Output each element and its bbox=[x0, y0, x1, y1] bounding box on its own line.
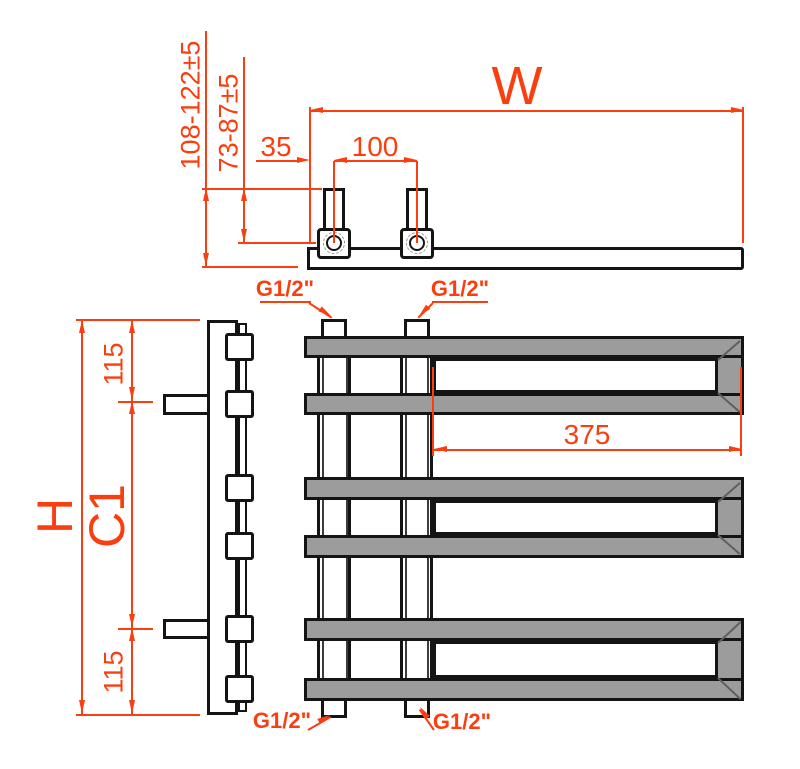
dim-arrow bbox=[241, 229, 247, 243]
u-bend-outer-edge bbox=[741, 336, 744, 415]
bracket-axis-tick bbox=[118, 401, 153, 403]
extension-line bbox=[202, 188, 322, 190]
dim-arrow bbox=[729, 446, 742, 453]
rail-collar bbox=[225, 615, 254, 643]
u-bend-opening bbox=[433, 358, 718, 393]
extension-line bbox=[309, 107, 311, 243]
towel-rail-3 bbox=[304, 477, 744, 500]
dim-arrow bbox=[731, 107, 744, 114]
dim-arrow bbox=[129, 700, 135, 714]
valve-axis-line bbox=[416, 161, 418, 243]
dim-arrow bbox=[310, 107, 323, 114]
dim-line-H bbox=[81, 320, 83, 715]
mounting-plate bbox=[207, 320, 238, 715]
valve-axis-line bbox=[333, 161, 335, 243]
thread-label-top-right: G1/2" bbox=[430, 276, 490, 301]
dim-label-375: 375 bbox=[563, 419, 611, 450]
wall-bracket-top bbox=[163, 394, 211, 415]
u-bend-outer-edge bbox=[741, 618, 744, 701]
dim-label-100: 100 bbox=[351, 131, 399, 162]
u-bend-outer-edge bbox=[741, 477, 744, 558]
extension-line bbox=[742, 107, 744, 243]
rail-collar bbox=[225, 474, 254, 502]
leader-line bbox=[432, 301, 488, 303]
dim-arrow bbox=[203, 188, 209, 202]
dim-arrow bbox=[404, 157, 417, 164]
rail-collar bbox=[225, 675, 254, 703]
u-bend-opening bbox=[433, 500, 718, 535]
dim-arrow bbox=[79, 700, 85, 714]
dim-arrow bbox=[203, 253, 209, 267]
dim-label-C1: C1 bbox=[79, 484, 135, 548]
thread-label-top-left: G1/2" bbox=[255, 276, 315, 301]
extension-line bbox=[202, 266, 298, 268]
rail-collar bbox=[225, 532, 254, 560]
riser-right-wall-line bbox=[427, 337, 429, 701]
inlet-stub-top-left bbox=[321, 319, 347, 339]
dim-line-35 bbox=[256, 160, 300, 162]
riser-right-wall-line bbox=[405, 337, 407, 701]
dim-label-H: H bbox=[27, 497, 83, 535]
rail-collar bbox=[225, 390, 254, 418]
dim-arrow bbox=[129, 614, 135, 628]
leader-arrow bbox=[416, 305, 431, 319]
towel-rail-2 bbox=[304, 393, 744, 415]
dim-label-115-top: 115 bbox=[98, 342, 129, 386]
extension-line bbox=[238, 242, 316, 244]
riser-left-wall-line bbox=[322, 337, 324, 701]
dim-line-W bbox=[310, 110, 744, 112]
inlet-stub-top-right bbox=[404, 319, 430, 339]
dim-label-outer-clearance: 108-122±5 bbox=[175, 40, 206, 170]
u-bend-opening bbox=[433, 641, 718, 678]
dim-arrow bbox=[334, 157, 347, 164]
riser-left-wall-line bbox=[346, 337, 348, 701]
towel-rail-4 bbox=[304, 535, 744, 558]
dim-arrow bbox=[434, 446, 447, 453]
towel-rail-6 bbox=[304, 678, 744, 701]
dim-arrow bbox=[129, 320, 135, 334]
leader-arrow bbox=[317, 712, 332, 725]
bracket-axis-tick bbox=[118, 628, 153, 630]
dim-arrow bbox=[79, 320, 85, 334]
rail-collar bbox=[225, 333, 254, 361]
inlet-stub-bottom-left bbox=[321, 699, 347, 718]
dim-arrow bbox=[241, 188, 247, 202]
riser-rear-strip bbox=[238, 323, 247, 712]
extension-line bbox=[76, 714, 200, 716]
dim-line-100 bbox=[334, 160, 417, 162]
dim-arrow bbox=[129, 387, 135, 401]
thread-label-bottom-right: G1/2" bbox=[432, 709, 492, 734]
extension-line bbox=[76, 319, 200, 321]
dim-arrow bbox=[129, 401, 135, 415]
dim-line-inner-clearance bbox=[243, 57, 245, 243]
dim-label-115-bottom: 115 bbox=[98, 650, 129, 694]
thread-label-bottom-left: G1/2" bbox=[252, 708, 312, 733]
dim-line-C1 bbox=[131, 320, 133, 715]
dim-label-inner-clearance: 73-87±5 bbox=[213, 73, 244, 173]
dim-label-35: 35 bbox=[260, 131, 292, 162]
dim-arrow bbox=[129, 628, 135, 642]
towel-rail-5 bbox=[304, 618, 744, 641]
dim-label-W: W bbox=[491, 56, 543, 116]
wall-bracket-bottom bbox=[163, 619, 211, 639]
dim-line-375 bbox=[434, 449, 742, 451]
extension-line bbox=[432, 367, 434, 456]
towel-rail-1 bbox=[304, 336, 744, 358]
dim-arrow bbox=[297, 157, 310, 164]
extension-line bbox=[740, 367, 742, 456]
leader-line bbox=[260, 301, 311, 303]
collector-tube-plan bbox=[307, 247, 744, 270]
dim-line-outer-clearance bbox=[205, 31, 207, 267]
